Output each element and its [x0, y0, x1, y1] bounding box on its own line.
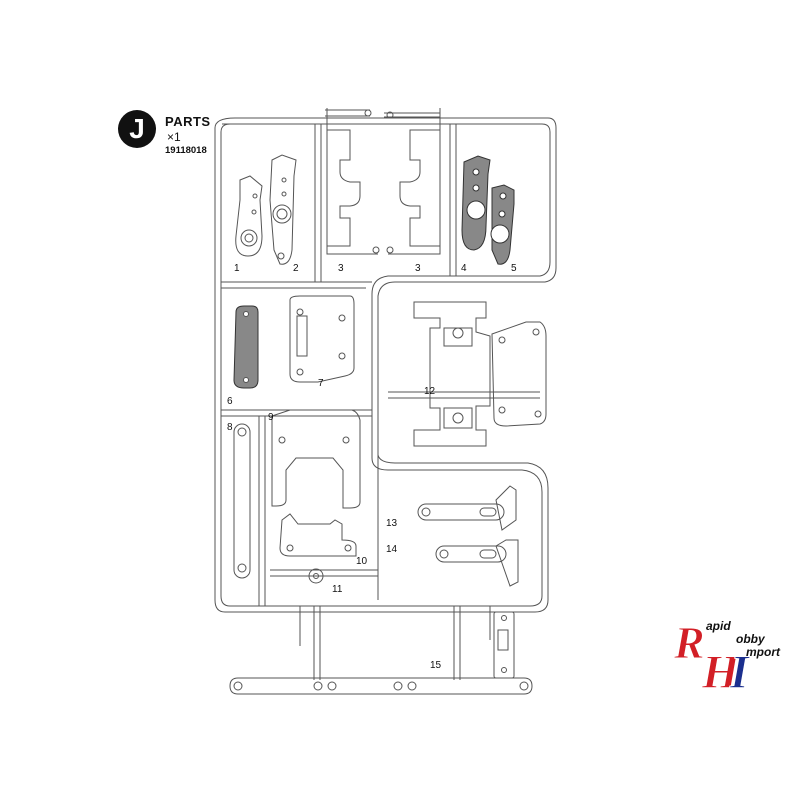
label-part-4: 4 [461, 263, 467, 274]
label-part-15: 15 [430, 660, 442, 671]
sheet-quantity: ×1 [167, 130, 181, 144]
part-12-chassis-plate [413, 301, 547, 447]
rapid-hobby-import-logo: R H I apid obby mport [673, 617, 782, 691]
label-part-11: 11 [332, 584, 343, 595]
sheet-letter-badge: J [118, 110, 156, 148]
label-part-14: 14 [386, 544, 398, 555]
part-7-plate [289, 295, 355, 383]
label-part-1: 1 [234, 263, 240, 274]
label-part-10: 10 [356, 556, 368, 567]
part-number-labels: 1 2 3 3 4 5 6 7 8 9 10 11 12 13 14 15 [227, 263, 517, 671]
part-11-washer [308, 568, 324, 584]
sheet-title: PARTS [165, 114, 211, 129]
part-6-plate [233, 305, 259, 389]
logo-text-apid: apid [706, 619, 731, 633]
part-15-bar [229, 611, 533, 695]
sprue-frame [214, 117, 557, 680]
logo-text-mport: mport [746, 645, 781, 659]
part-9-frame [271, 409, 361, 509]
label-part-7: 7 [318, 378, 324, 389]
label-part-5: 5 [511, 263, 517, 274]
part-3-brackets [325, 108, 441, 255]
label-part-13: 13 [386, 518, 398, 529]
logo-letter-h: H [701, 646, 741, 690]
label-part-3: 3 [415, 263, 421, 274]
logo-text-obby: obby [736, 632, 766, 646]
part-13-14-links [417, 485, 519, 587]
logo-letter-r: R [673, 617, 705, 668]
label-part-6: 6 [227, 396, 233, 407]
label-part-9: 9 [268, 412, 274, 423]
part-8-link [233, 423, 251, 579]
label-part-12: 12 [424, 386, 436, 397]
label-part-3: 3 [338, 263, 344, 274]
logo-letter-i: I [729, 646, 751, 690]
label-part-2: 2 [293, 263, 299, 274]
sheet-code: 19118018 [165, 145, 207, 156]
part-1-2-arms [235, 154, 297, 265]
part-10-bracket [279, 513, 357, 557]
label-part-8: 8 [227, 422, 233, 433]
